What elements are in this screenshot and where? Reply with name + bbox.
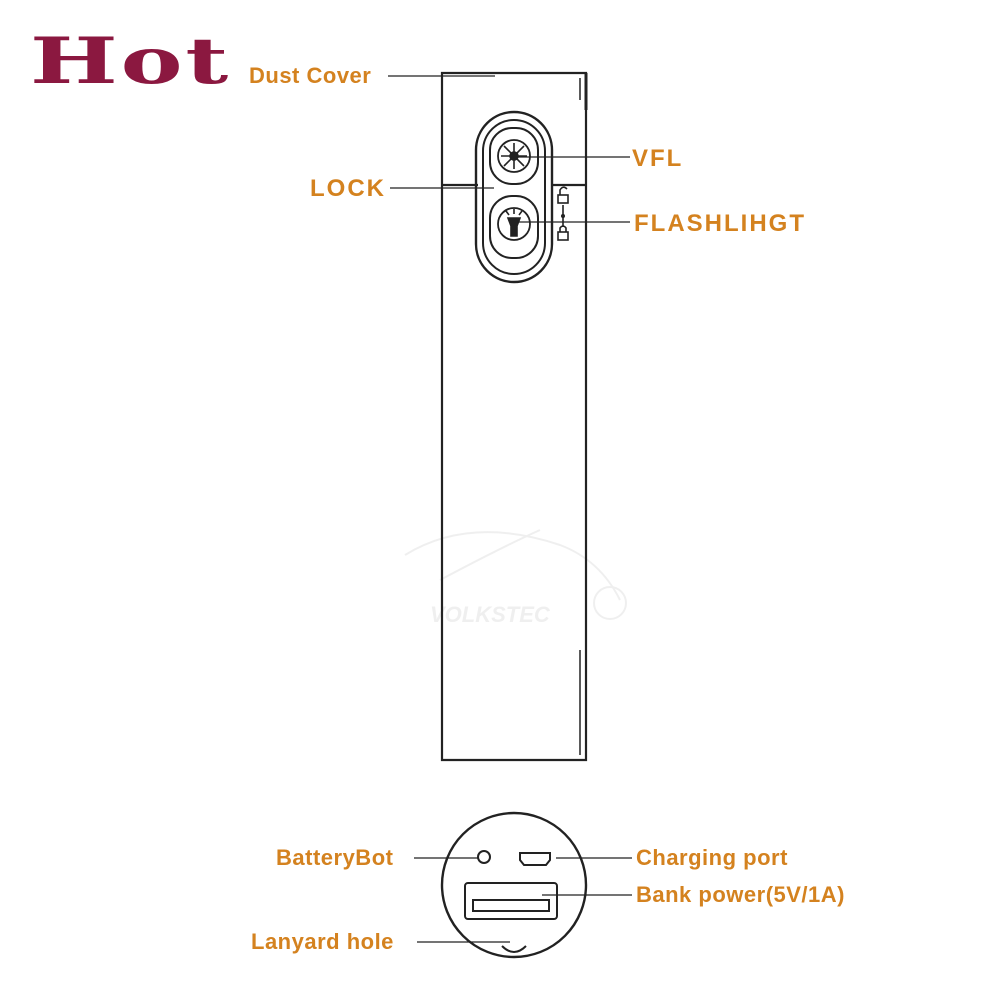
label-vfl: VFL [632,145,684,172]
device-body [440,71,588,762]
label-bank-power: Bank power(5V/1A) [636,882,845,907]
label-flashlight: FLASHLIHGT [634,210,806,237]
lanyard-hole [501,945,527,953]
label-lock: LOCK [310,175,386,202]
usb-a-port[interactable] [464,882,558,920]
laser-icon [501,143,527,169]
lock-slider-knob[interactable] [561,214,565,218]
micro-usb-port[interactable] [519,852,551,866]
bottom-view [440,811,588,959]
lock-open-icon [557,186,569,204]
battery-indicator-hole [477,850,491,864]
watermark-text: VOLKSTEC [430,602,551,627]
label-charging-port: Charging port [636,845,788,870]
leader-lines [388,75,632,943]
label-battery: BatteryBot [276,845,394,870]
button-panel [474,110,554,284]
flashlight-button[interactable] [489,195,539,259]
label-lanyard-hole: Lanyard hole [251,929,394,954]
watermark: VOLKSTEC [404,529,627,627]
hot-badge: Hot [30,24,232,99]
label-dust-cover: Dust Cover [249,63,372,88]
vfl-button[interactable] [489,127,539,185]
lock-closed-icon [557,225,569,241]
